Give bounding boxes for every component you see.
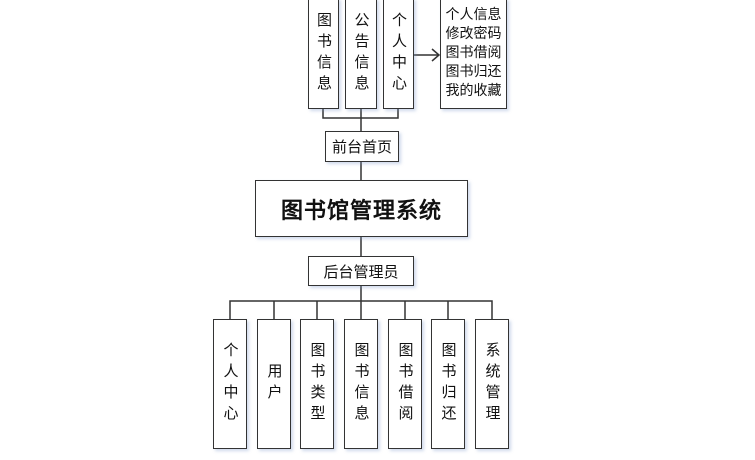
backend-module-users: 用户: [257, 319, 291, 449]
feature-item: 图书归还: [445, 64, 502, 80]
arrow-icon: [414, 48, 441, 62]
feature-item: 图书借阅: [445, 45, 502, 61]
module-label: 个人中心: [390, 11, 408, 96]
node-label: 前台首页: [331, 138, 392, 156]
backend-module-personal-center: 个人中心: [213, 319, 247, 449]
module-label: 公告信息: [352, 11, 371, 96]
module-label: 系统管理: [483, 342, 502, 426]
module-label: 个人中心: [221, 342, 240, 426]
backend-admin-node: 后台管理员: [308, 256, 414, 286]
feature-item: 个人信息: [445, 7, 502, 23]
frontend-module-personal-center: 个人中心: [383, 0, 414, 109]
feature-item: 修改密码: [445, 26, 502, 42]
module-label: 图书归还: [439, 342, 458, 426]
module-label: 图书信息: [315, 11, 333, 96]
module-label: 用户: [265, 363, 284, 405]
node-label: 后台管理员: [323, 262, 399, 281]
backend-module-book-info: 图书信息: [344, 319, 378, 449]
backend-module-book-types: 图书类型: [300, 319, 334, 449]
system-title-node: 图书馆管理系统: [255, 180, 468, 237]
node-label: 图书馆管理系统: [280, 198, 442, 224]
module-label: 图书类型: [308, 342, 327, 426]
frontend-module-notice-info: 公告信息: [345, 0, 377, 109]
feature-item: 我的收藏: [445, 83, 502, 99]
backend-modules-connector: [229, 285, 493, 319]
personal-center-features: 个人信息 修改密码 图书借阅 图书归还 我的收藏: [440, 0, 507, 109]
frontend-home-node: 前台首页: [325, 131, 399, 162]
module-label: 图书借阅: [396, 342, 415, 426]
frontend-modules-connector: [322, 109, 399, 131]
module-label: 图书信息: [352, 342, 371, 426]
backend-module-book-return: 图书归还: [431, 319, 465, 449]
backend-module-book-borrow: 图书借阅: [388, 319, 422, 449]
frontend-module-book-info: 图书信息: [308, 0, 339, 109]
backend-module-system-management: 系统管理: [475, 319, 509, 449]
